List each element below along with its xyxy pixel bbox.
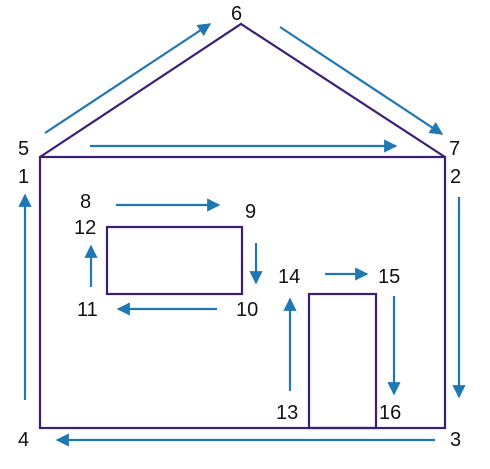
window [105,225,244,296]
label-11: 11 [77,299,98,321]
label-13: 13 [276,402,298,424]
arrow-5-to-6 [44,23,212,134]
label-8: 8 [80,191,91,213]
label-5: 5 [18,138,29,160]
label-7: 7 [449,138,460,160]
label-10: 10 [236,299,258,321]
label-3: 3 [450,429,461,451]
door [307,292,378,430]
label-15: 15 [378,266,400,288]
house-roof [39,22,446,158]
arrow-6-to-7 [279,26,444,135]
vertex-labels: 1 2 3 4 5 6 7 8 9 10 11 12 13 14 15 16 [18,3,461,451]
label-4: 4 [18,429,29,451]
label-12: 12 [74,217,96,239]
house-body [38,155,447,430]
label-14: 14 [278,266,300,288]
house-outline [38,22,447,430]
label-16: 16 [379,402,401,424]
direction-arrows [18,23,466,447]
label-6: 6 [231,3,242,25]
label-2: 2 [450,166,461,188]
label-9: 9 [245,201,256,223]
label-1: 1 [18,166,29,188]
